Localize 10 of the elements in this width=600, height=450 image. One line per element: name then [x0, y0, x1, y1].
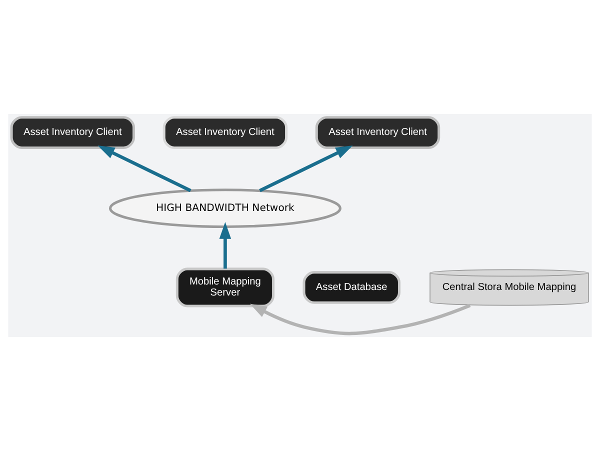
- arrow: [219, 221, 232, 268]
- arrow: [98, 145, 192, 192]
- node-ellipse: HIGH BANDWIDTH Network: [108, 188, 342, 228]
- node-box: Asset Inventory Client: [315, 116, 440, 148]
- node-box: Asset Inventory Client: [162, 116, 288, 148]
- arrow: [259, 145, 353, 192]
- node-box: Mobile Mapping Server: [176, 267, 274, 307]
- node-box: Asset Inventory Client: [10, 116, 136, 148]
- node-box: Asset Database: [302, 270, 400, 304]
- arrow: [250, 303, 471, 335]
